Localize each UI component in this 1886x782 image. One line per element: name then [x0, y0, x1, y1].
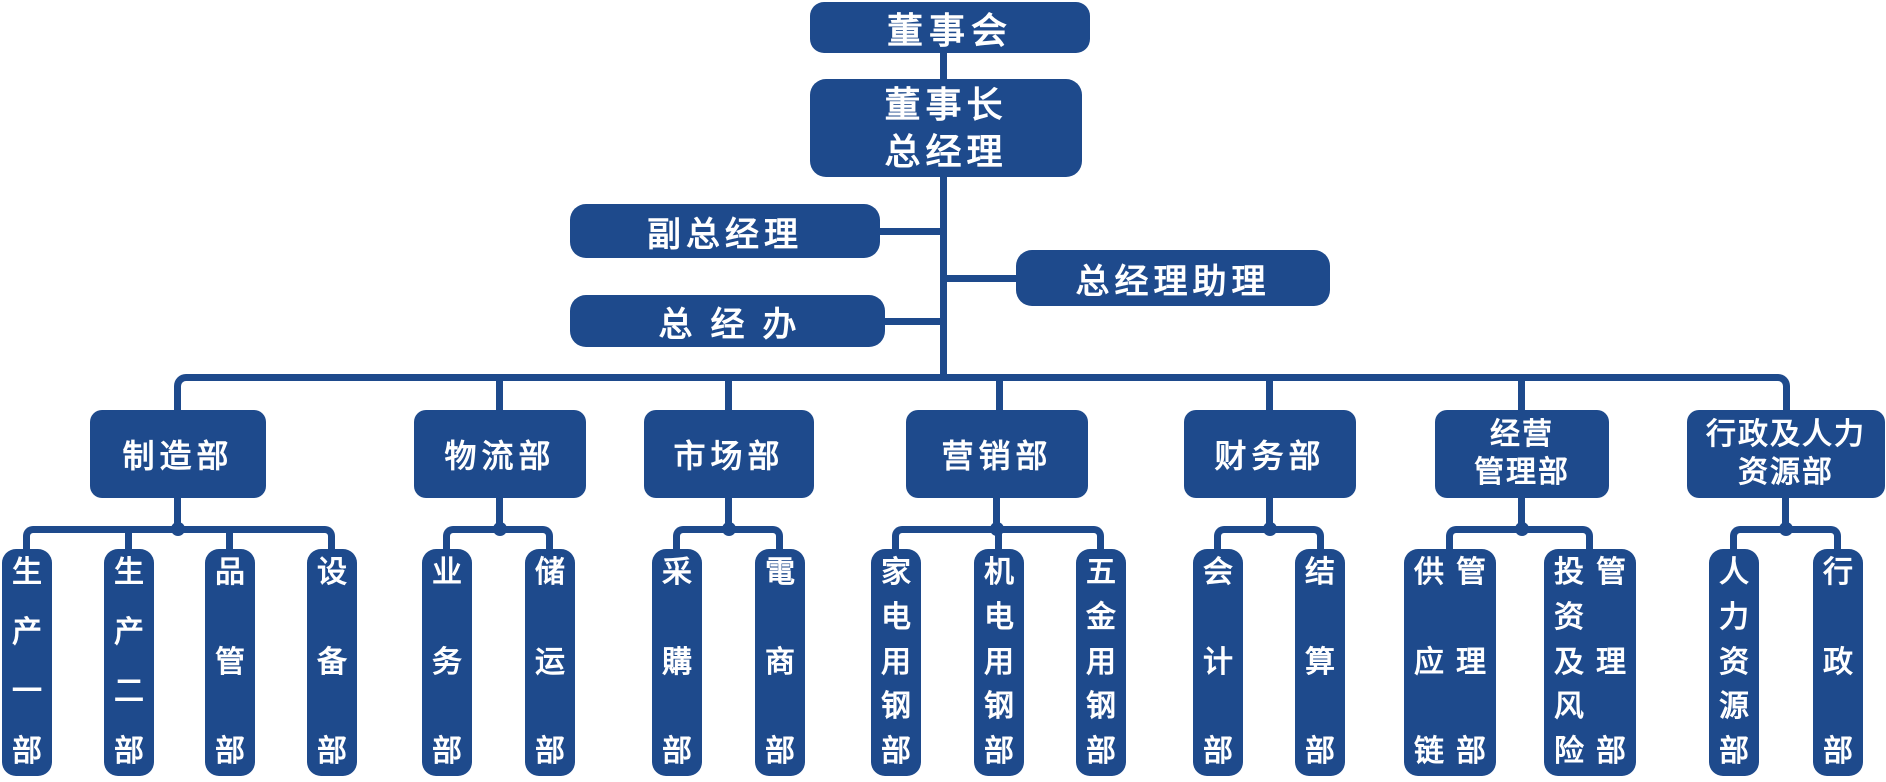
subdept-settlement-label: 结算部	[1305, 556, 1335, 768]
drop-quality-control	[226, 533, 233, 549]
dept-admin-hr: 行政及人力 资源部	[1687, 410, 1885, 498]
dept-manufacturing: 制造部	[90, 410, 266, 498]
subdept-home-appliance-steel: 家电用钢部	[871, 549, 921, 776]
connector-gm-office	[885, 318, 940, 325]
dept-operations-line-2: 管理部	[1474, 456, 1570, 489]
subdept-supply-chain-col-2: 管理部	[1456, 556, 1486, 768]
dept-market: 市场部	[644, 410, 814, 498]
box-board: 董事会	[810, 2, 1090, 53]
stem-logistics	[496, 498, 503, 529]
connector-main-rail	[174, 374, 1790, 410]
branch-sales	[892, 526, 1104, 549]
chairman-line-1: 董事长	[884, 84, 1008, 125]
dept-logistics: 物流部	[414, 410, 586, 498]
branch-admin-hr	[1730, 526, 1841, 549]
drop-operations	[1518, 381, 1525, 410]
subdept-production-1-label: 生产一部	[12, 556, 42, 768]
subdept-equipment: 设备部	[307, 549, 357, 776]
branch-logistics	[443, 526, 553, 549]
subdept-accounting-label: 会计部	[1203, 556, 1233, 768]
dept-operations-line-1: 经营	[1490, 418, 1554, 451]
subdept-storage-transport: 储运部	[525, 549, 575, 776]
subdept-production-1: 生产一部	[2, 549, 52, 776]
subdept-investment-risk-col-2: 管理部	[1596, 556, 1626, 768]
drop-electromechanical-steel	[995, 533, 1002, 549]
subdept-settlement: 结算部	[1295, 549, 1345, 776]
stem-market	[725, 498, 732, 529]
connector-deputy-gm	[880, 228, 940, 235]
box-gm-office: 总经办	[570, 295, 885, 347]
connector-trunk	[940, 177, 947, 381]
box-gm-assistant: 总经理助理	[1016, 250, 1330, 306]
stem-finance	[1266, 498, 1273, 529]
dept-sales: 营销部	[906, 410, 1088, 498]
dept-operations-management: 经营 管理部	[1435, 410, 1609, 498]
stem-manufacturing	[174, 498, 181, 529]
subdept-home-appliance-steel-label: 家电用钢部	[881, 556, 911, 768]
subdept-accounting: 会计部	[1193, 549, 1243, 776]
subdept-quality-control: 品管部	[205, 549, 255, 776]
subdept-e-commerce-label: 電商部	[765, 556, 795, 768]
subdept-human-resources-label: 人力资源部	[1719, 556, 1749, 768]
stem-operations	[1518, 498, 1525, 529]
subdept-production-2-label: 生产二部	[114, 556, 144, 768]
subdept-procurement: 采購部	[652, 549, 702, 776]
subdept-quality-control-label: 品管部	[215, 556, 245, 768]
drop-market	[725, 381, 732, 410]
subdept-business-label: 业务部	[432, 556, 462, 768]
subdept-supply-chain-management: 供应链 管理部	[1404, 549, 1496, 776]
subdept-production-2: 生产二部	[104, 549, 154, 776]
dept-finance: 财务部	[1184, 410, 1356, 498]
connector-board-chairman	[940, 53, 947, 79]
dept-admin-hr-line-2: 资源部	[1738, 456, 1834, 489]
subdept-human-resources: 人力资源部	[1709, 549, 1759, 776]
box-deputy-gm: 副总经理	[570, 204, 880, 258]
drop-sales	[996, 381, 1003, 410]
dept-admin-hr-line-1: 行政及人力	[1706, 418, 1866, 451]
subdept-admin: 行政部	[1813, 549, 1863, 776]
drop-production-2	[125, 533, 132, 549]
stem-sales	[993, 498, 1000, 529]
drop-finance	[1266, 381, 1273, 410]
branch-market	[673, 526, 783, 549]
subdept-storage-transport-label: 储运部	[535, 556, 565, 768]
subdept-business: 业务部	[422, 549, 472, 776]
branch-finance	[1214, 526, 1324, 549]
subdept-supply-chain-col-1: 供应链	[1414, 556, 1444, 768]
subdept-electromechanical-steel: 机电用钢部	[974, 549, 1024, 776]
subdept-equipment-label: 设备部	[317, 556, 347, 768]
branch-manufacturing	[23, 526, 335, 549]
branch-operations	[1446, 526, 1593, 549]
subdept-admin-label: 行政部	[1823, 556, 1853, 768]
subdept-hardware-steel-label: 五金用钢部	[1086, 556, 1116, 768]
subdept-investment-risk-col-1: 投资及风险	[1554, 556, 1584, 768]
subdept-hardware-steel: 五金用钢部	[1076, 549, 1126, 776]
chairman-line-2: 总经理	[884, 131, 1008, 172]
box-chairman-gm: 董事长 总经理	[810, 79, 1082, 177]
connector-gm-assistant	[947, 275, 1016, 282]
stem-admin-hr	[1782, 498, 1789, 529]
subdept-investment-risk-management: 投资及风险 管理部	[1544, 549, 1636, 776]
subdept-electromechanical-steel-label: 机电用钢部	[984, 556, 1014, 768]
drop-logistics	[496, 381, 503, 410]
subdept-procurement-label: 采購部	[662, 556, 692, 768]
subdept-e-commerce: 電商部	[755, 549, 805, 776]
